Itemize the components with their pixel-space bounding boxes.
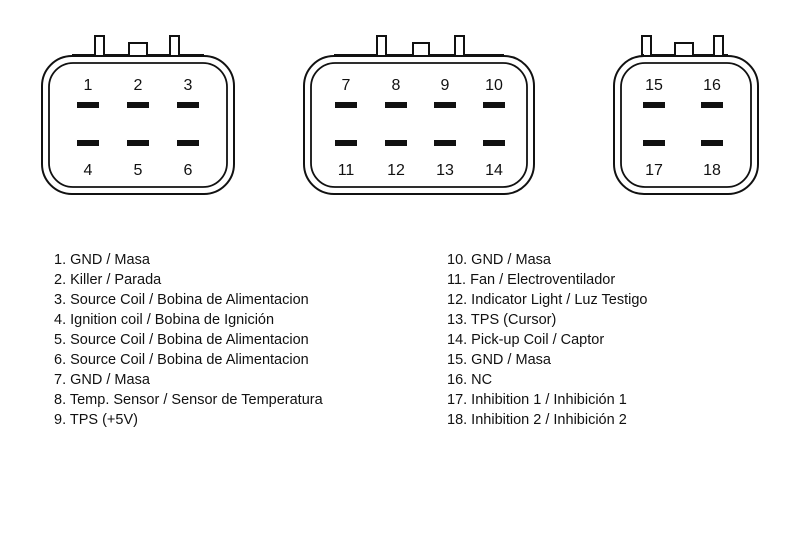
pin-contact bbox=[177, 102, 199, 108]
pin-number: 18 bbox=[703, 162, 721, 179]
pin-number: 6 bbox=[184, 162, 193, 179]
pin-number: 4 bbox=[84, 162, 93, 179]
connector-a: 1 2 3 4 5 6 bbox=[41, 35, 235, 195]
pin-number: 10 bbox=[485, 77, 503, 94]
pin-number: 8 bbox=[392, 77, 401, 94]
pin-contact bbox=[177, 140, 199, 146]
connector-inner-outline bbox=[620, 62, 752, 188]
pin-number: 2 bbox=[134, 77, 143, 94]
legend-item: 13. TPS (Cursor) bbox=[447, 312, 557, 328]
legend-item: 5. Source Coil / Bobina de Alimentacion bbox=[54, 332, 309, 348]
pin-contact bbox=[434, 102, 456, 108]
pin-number: 9 bbox=[441, 77, 450, 94]
legend-item: 8. Temp. Sensor / Sensor de Temperatura bbox=[54, 392, 323, 408]
pin-contact bbox=[643, 140, 665, 146]
legend-item: 2. Killer / Parada bbox=[54, 272, 162, 288]
pin-number: 11 bbox=[338, 162, 355, 179]
connector-b: 7 8 9 10 11 12 13 14 bbox=[303, 35, 535, 195]
pin-legend-left: 1. GND / Masa 2. Killer / Parada 3. Sour… bbox=[54, 250, 323, 430]
connector-c: 15 16 17 18 bbox=[613, 35, 759, 195]
pin-contact bbox=[701, 140, 723, 146]
legend-item: 4. Ignition coil / Bobina de Ignición bbox=[54, 312, 275, 328]
pin-contact bbox=[385, 102, 407, 108]
pin-contact bbox=[335, 140, 357, 146]
pin-legend-right: 10. GND / Masa 11. Fan / Electroventilad… bbox=[447, 250, 647, 430]
connector-latch bbox=[641, 35, 728, 56]
pin-contact bbox=[77, 102, 99, 108]
legend-item: 6. Source Coil / Bobina de Alimentacion bbox=[54, 352, 309, 368]
pin-contact bbox=[127, 102, 149, 108]
legend-item: 9. TPS (+5V) bbox=[54, 412, 138, 428]
legend-item: 18. Inhibition 2 / Inhibición 2 bbox=[447, 412, 627, 428]
legend-item: 17. Inhibition 1 / Inhibición 1 bbox=[447, 392, 627, 408]
connector-latch bbox=[72, 35, 204, 56]
legend-item: 12. Indicator Light / Luz Testigo bbox=[447, 292, 648, 308]
connector-housing bbox=[613, 55, 759, 195]
legend-item: 16. NC bbox=[447, 372, 493, 388]
connector-inner-outline bbox=[310, 62, 528, 188]
pin-number: 16 bbox=[703, 77, 721, 94]
pin-contact bbox=[483, 102, 505, 108]
pin-contact bbox=[643, 102, 665, 108]
connector-inner-outline bbox=[48, 62, 228, 188]
pin-number: 7 bbox=[342, 77, 351, 94]
pin-contact bbox=[385, 140, 407, 146]
pin-number: 17 bbox=[645, 162, 663, 179]
legend-item: 11. Fan / Electroventilador bbox=[447, 272, 616, 288]
pin-number: 1 bbox=[84, 77, 93, 94]
pin-number: 12 bbox=[387, 162, 405, 179]
legend-item: 3. Source Coil / Bobina de Alimentacion bbox=[54, 292, 309, 308]
pin-number: 15 bbox=[645, 77, 663, 94]
legend-item: 15. GND / Masa bbox=[447, 352, 551, 368]
legend-item: 7. GND / Masa bbox=[54, 372, 150, 388]
pin-contact bbox=[483, 140, 505, 146]
pin-contact bbox=[127, 140, 149, 146]
pin-number: 14 bbox=[485, 162, 503, 179]
pin-number: 13 bbox=[436, 162, 454, 179]
pin-contact bbox=[335, 102, 357, 108]
connector-latch bbox=[334, 35, 504, 56]
pin-contact bbox=[701, 102, 723, 108]
pin-contact bbox=[77, 140, 99, 146]
pin-contact bbox=[434, 140, 456, 146]
legend-item: 10. GND / Masa bbox=[447, 252, 551, 268]
connector-housing bbox=[41, 55, 235, 195]
legend-item: 1. GND / Masa bbox=[54, 252, 150, 268]
pin-number: 5 bbox=[134, 162, 143, 179]
legend-item: 14. Pick-up Coil / Captor bbox=[447, 332, 605, 348]
pin-number: 3 bbox=[184, 77, 193, 94]
connector-housing bbox=[303, 55, 535, 195]
